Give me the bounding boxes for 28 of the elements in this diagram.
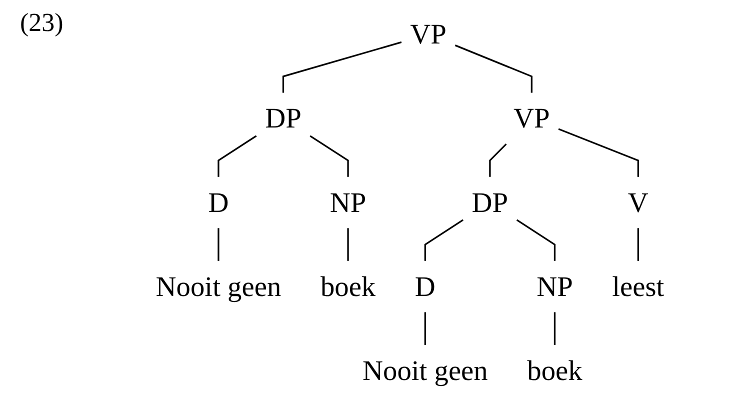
node-text: boek (320, 270, 376, 302)
connector (282, 41, 402, 93)
connector (554, 312, 556, 345)
node-text: VP (410, 18, 446, 50)
connector (218, 135, 257, 177)
node-text: NP (536, 270, 573, 302)
node-text: boek (527, 354, 582, 386)
connector (424, 219, 464, 261)
node-text: Nooit geen (156, 270, 282, 302)
node-text: DP (265, 102, 302, 134)
connector (424, 312, 426, 345)
connector (516, 219, 556, 261)
node-text: DP (472, 186, 508, 218)
node-text: D (208, 186, 229, 218)
connector (310, 135, 349, 177)
connector (347, 228, 349, 261)
node-text: V (628, 186, 648, 218)
connector (218, 228, 220, 261)
node-text: Nooit geen (362, 354, 488, 386)
node-text: VP (514, 102, 550, 134)
connector (454, 44, 532, 93)
example-number: (23) (20, 8, 64, 38)
connector (489, 144, 507, 177)
node-text: leest (612, 270, 664, 302)
connector (558, 128, 639, 177)
connector (637, 228, 639, 261)
node-text: NP (330, 186, 366, 218)
node-text: D (414, 270, 436, 302)
